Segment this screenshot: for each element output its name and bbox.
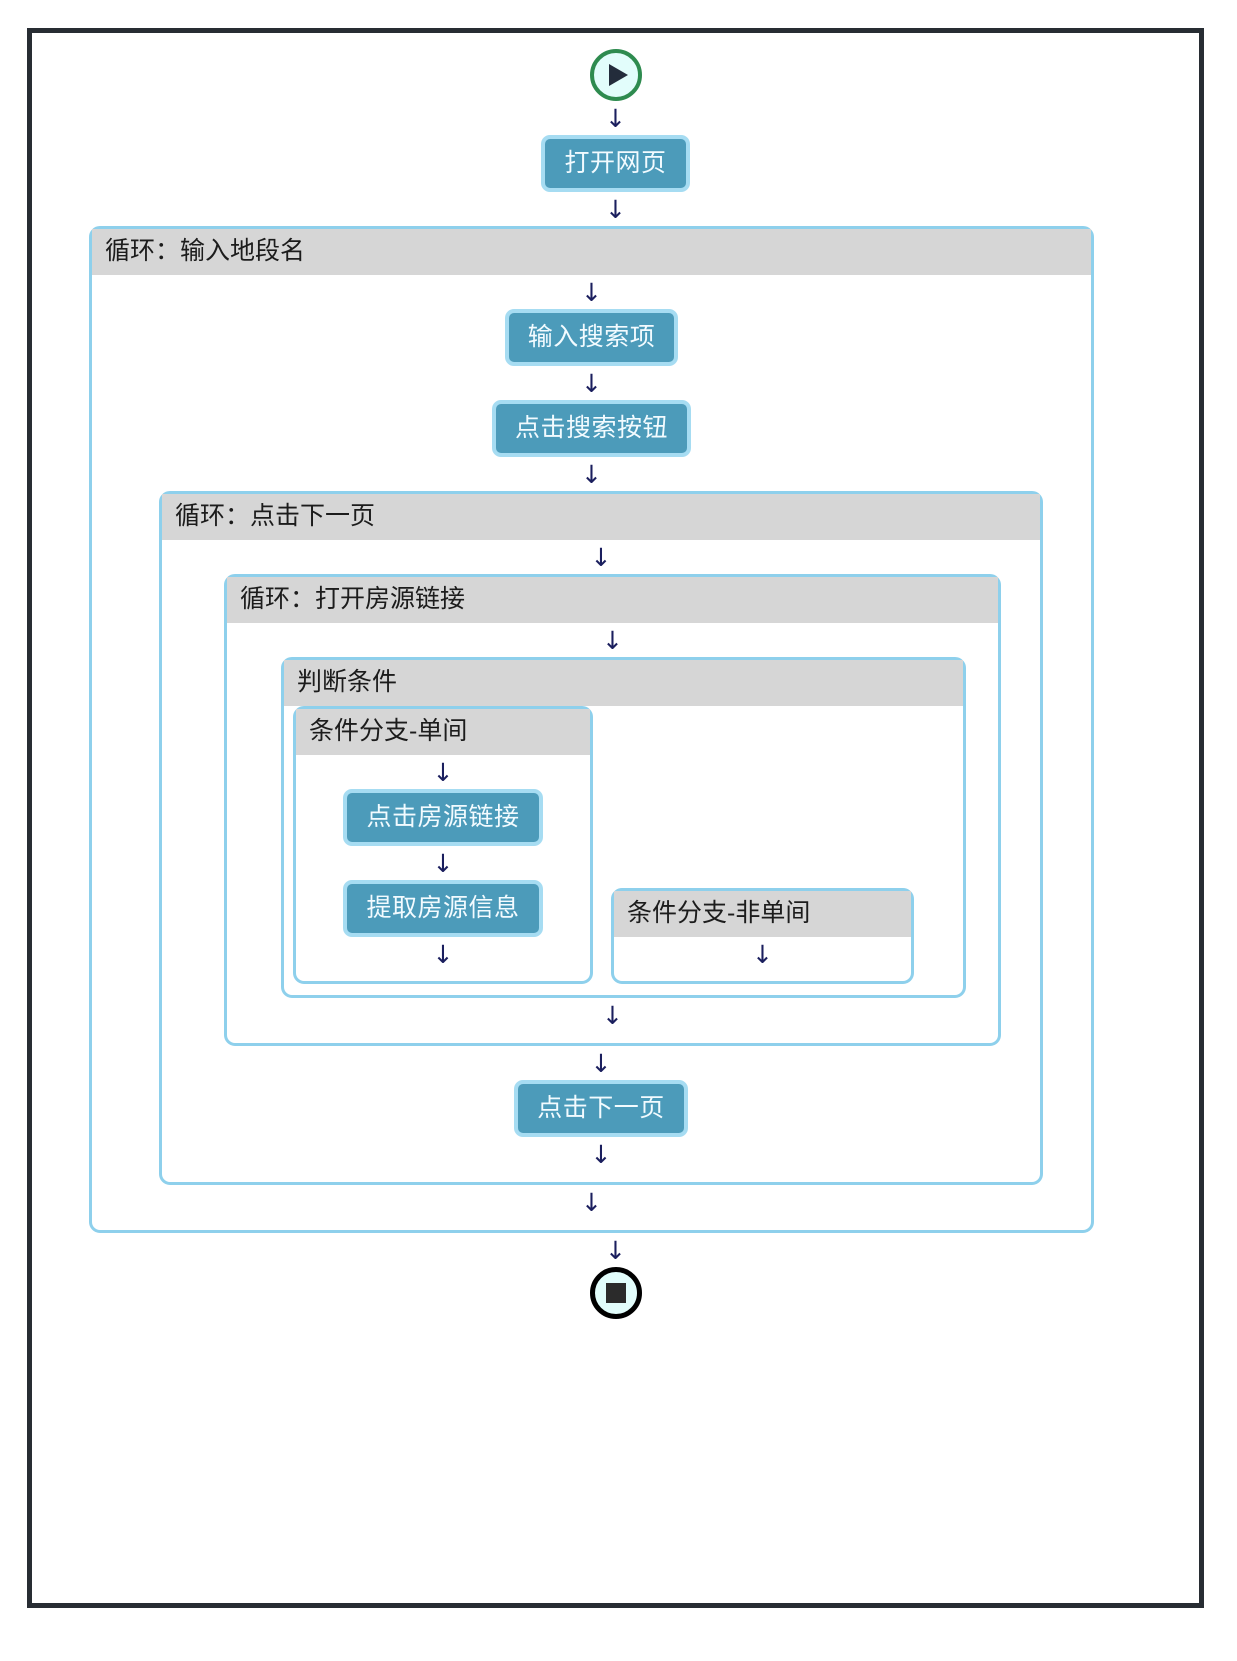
connector-arrow: ↓ xyxy=(590,1048,612,1078)
loop-open-listing-link-header: 循环：打开房源链接 xyxy=(227,577,998,623)
condition-block[interactable]: 判断条件 条件分支-单间 xyxy=(281,657,966,998)
action-extract-listing-info[interactable]: 提取房源信息 xyxy=(343,880,543,937)
connector-arrow: ↓ xyxy=(581,368,602,398)
connector-arrow: ↓ xyxy=(581,1187,602,1217)
connector-arrow: ↓ xyxy=(602,625,623,655)
connector-arrow: ↓ xyxy=(581,277,602,307)
action-row-input-search: 输入搜索项 xyxy=(101,309,1082,366)
branch-not-single-wrapper: 条件分支-非单间 ↓ xyxy=(611,706,914,984)
connector-arrow: ↓ xyxy=(432,757,454,787)
connector-arrow: ↓ xyxy=(432,848,454,878)
loop-input-district[interactable]: 循环：输入地段名 ↓ 输入搜索项 ↓ 点击搜索按钮 ↓ 循环： xyxy=(89,226,1094,1233)
condition-block-header: 判断条件 xyxy=(284,660,963,706)
action-row-extract-info: 提取房源信息 xyxy=(305,880,581,937)
connector-arrow: ↓ xyxy=(590,542,612,572)
branch-single-body: ↓ 点击房源链接 ↓ xyxy=(296,755,590,981)
flow-root: ↓ 打开网页 ↓ 循环：输入地段名 ↓ 输入搜索项 ↓ xyxy=(32,33,1199,1603)
action-open-page[interactable]: 打开网页 xyxy=(541,135,690,192)
action-input-search[interactable]: 输入搜索项 xyxy=(504,309,679,366)
condition-branch-row: 条件分支-单间 ↓ 点击房源链接 xyxy=(293,706,954,984)
flowchart-frame: ↓ 打开网页 ↓ 循环：输入地段名 ↓ 输入搜索项 ↓ xyxy=(27,28,1204,1608)
loop-input-district-header: 循环：输入地段名 xyxy=(92,229,1091,275)
branch-single-header: 条件分支-单间 xyxy=(296,709,590,755)
stop-icon xyxy=(605,1283,626,1303)
action-row-open-page: 打开网页 xyxy=(32,135,1199,192)
branch-single[interactable]: 条件分支-单间 ↓ 点击房源链接 xyxy=(293,706,593,984)
connector-arrow: ↓ xyxy=(590,1139,612,1169)
branch-single-wrapper: 条件分支-单间 ↓ 点击房源链接 xyxy=(293,706,593,984)
loop-click-next-page-header: 循环：点击下一页 xyxy=(162,494,1040,540)
action-click-search[interactable]: 点击搜索按钮 xyxy=(491,400,691,457)
start-node[interactable] xyxy=(589,49,642,101)
end-node-row xyxy=(32,1267,1199,1319)
connector-arrow: ↓ xyxy=(602,1000,623,1030)
branch-not-single[interactable]: 条件分支-非单间 ↓ xyxy=(611,888,914,984)
connector-arrow: ↓ xyxy=(605,103,626,133)
connector-arrow: ↓ xyxy=(581,459,602,489)
action-row-click-listing: 点击房源链接 xyxy=(305,789,581,846)
branch-not-single-body: ↓ xyxy=(614,937,911,981)
connector-arrow: ↓ xyxy=(432,939,454,969)
connector-arrow: ↓ xyxy=(605,1235,626,1265)
condition-block-body: 条件分支-单间 ↓ 点击房源链接 xyxy=(284,706,963,995)
connector-arrow: ↓ xyxy=(605,194,626,224)
action-row-click-next-page: 点击下一页 xyxy=(171,1080,1031,1137)
start-node-row xyxy=(32,49,1199,101)
action-click-listing-link[interactable]: 点击房源链接 xyxy=(343,789,543,846)
end-node[interactable] xyxy=(589,1267,642,1319)
loop-click-next-page[interactable]: 循环：点击下一页 ↓ 循环：打开房源链接 ↓ 判断条件 xyxy=(159,491,1043,1185)
play-icon xyxy=(608,64,628,86)
connector-arrow: ↓ xyxy=(752,939,773,969)
loop-click-next-page-body: ↓ 循环：打开房源链接 ↓ 判断条件 xyxy=(162,540,1040,1182)
loop-open-listing-link[interactable]: 循环：打开房源链接 ↓ 判断条件 xyxy=(224,574,1001,1046)
branch-not-single-header: 条件分支-非单间 xyxy=(614,891,911,937)
action-row-click-search: 点击搜索按钮 xyxy=(101,400,1082,457)
loop-input-district-body: ↓ 输入搜索项 ↓ 点击搜索按钮 ↓ 循环：点击下一页 xyxy=(92,275,1091,1230)
loop-open-listing-link-body: ↓ 判断条件 xyxy=(227,623,998,1043)
action-click-next-page[interactable]: 点击下一页 xyxy=(514,1080,688,1137)
